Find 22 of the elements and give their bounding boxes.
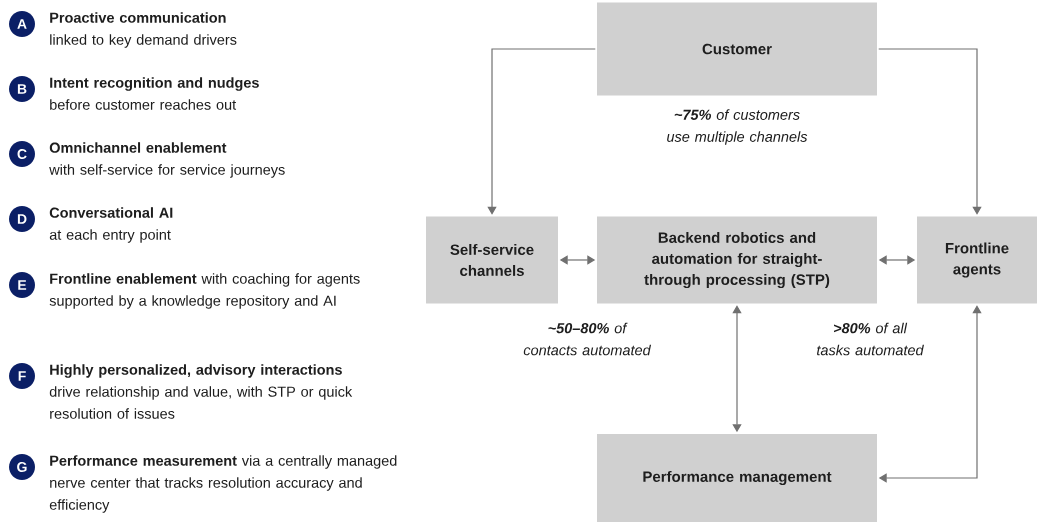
item-text: drive relationship and value, with STP or quick resolution of issues bbox=[49, 386, 353, 419]
note-text: ~75% of customers use multiple channels bbox=[667, 109, 808, 145]
item-text: Frontline enablement with coaching for agents supported by a knowledge repository and AI bbox=[49, 273, 360, 309]
item-heading: Proactive communication bbox=[50, 12, 226, 23]
item-text: before customer reaches out bbox=[50, 99, 237, 110]
item-text: Performance measurement via a centrally managed nerve center that tracks resolution accuracy and efficiency bbox=[49, 455, 397, 513]
arrow bbox=[487, 48, 596, 215]
arrow bbox=[878, 48, 982, 215]
item-text: at each entry point bbox=[49, 229, 171, 243]
item-heading: Omnichannel enablement bbox=[49, 142, 227, 153]
process-box: Backend robotics and automation for straight-through processing (STP) bbox=[597, 216, 877, 304]
item-text: with self-service for service journeys bbox=[49, 164, 285, 178]
process-box: Customer bbox=[597, 2, 877, 96]
item-heading: Highly personalized, advisory interactions bbox=[50, 364, 342, 378]
process-box: Frontline agents bbox=[917, 216, 1037, 304]
item-text: linked to key demand drivers bbox=[50, 34, 237, 48]
process-box: Performance management bbox=[597, 434, 877, 522]
note-text: >80% of all tasks automated bbox=[817, 322, 924, 356]
process-box: Self-service channels bbox=[426, 216, 558, 304]
item-heading: Intent recognition and nudges bbox=[50, 77, 259, 91]
note-text: ~50–80% of contacts automated bbox=[523, 322, 652, 356]
item-heading: Conversational AI bbox=[49, 207, 173, 218]
